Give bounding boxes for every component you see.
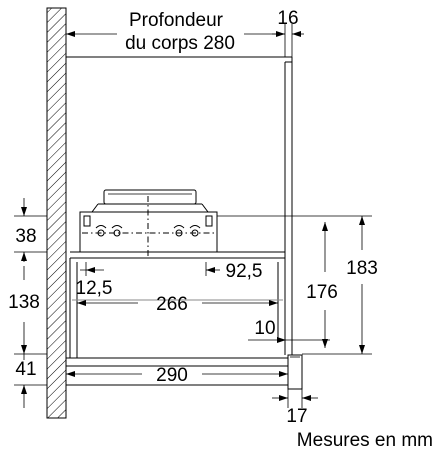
blower-unit	[70, 189, 285, 256]
label-41: 41	[15, 359, 36, 380]
label-138: 138	[8, 292, 40, 313]
label-17: 17	[286, 406, 307, 427]
dimension-labels: Profondeur du corps 280 16 38 138 41 12,…	[8, 8, 433, 451]
units-note: Mesures en mm	[297, 430, 433, 451]
label-10: 10	[254, 318, 275, 339]
dimension-lines	[21, 31, 365, 408]
label-290: 290	[156, 365, 188, 386]
label-38: 38	[15, 226, 36, 247]
label-12-5: 12,5	[76, 278, 113, 299]
front-panel	[65, 354, 303, 390]
wall	[46, 7, 67, 419]
label-profondeur-line2: du corps 280	[125, 33, 235, 54]
extension-lines	[14, 24, 372, 408]
label-profondeur-line1: Profondeur	[129, 10, 224, 31]
label-92-5: 92,5	[226, 261, 263, 282]
cabinet-body	[66, 56, 293, 355]
label-183: 183	[346, 258, 378, 279]
label-16: 16	[277, 8, 298, 29]
label-176: 176	[306, 282, 338, 303]
label-266: 266	[156, 294, 188, 315]
